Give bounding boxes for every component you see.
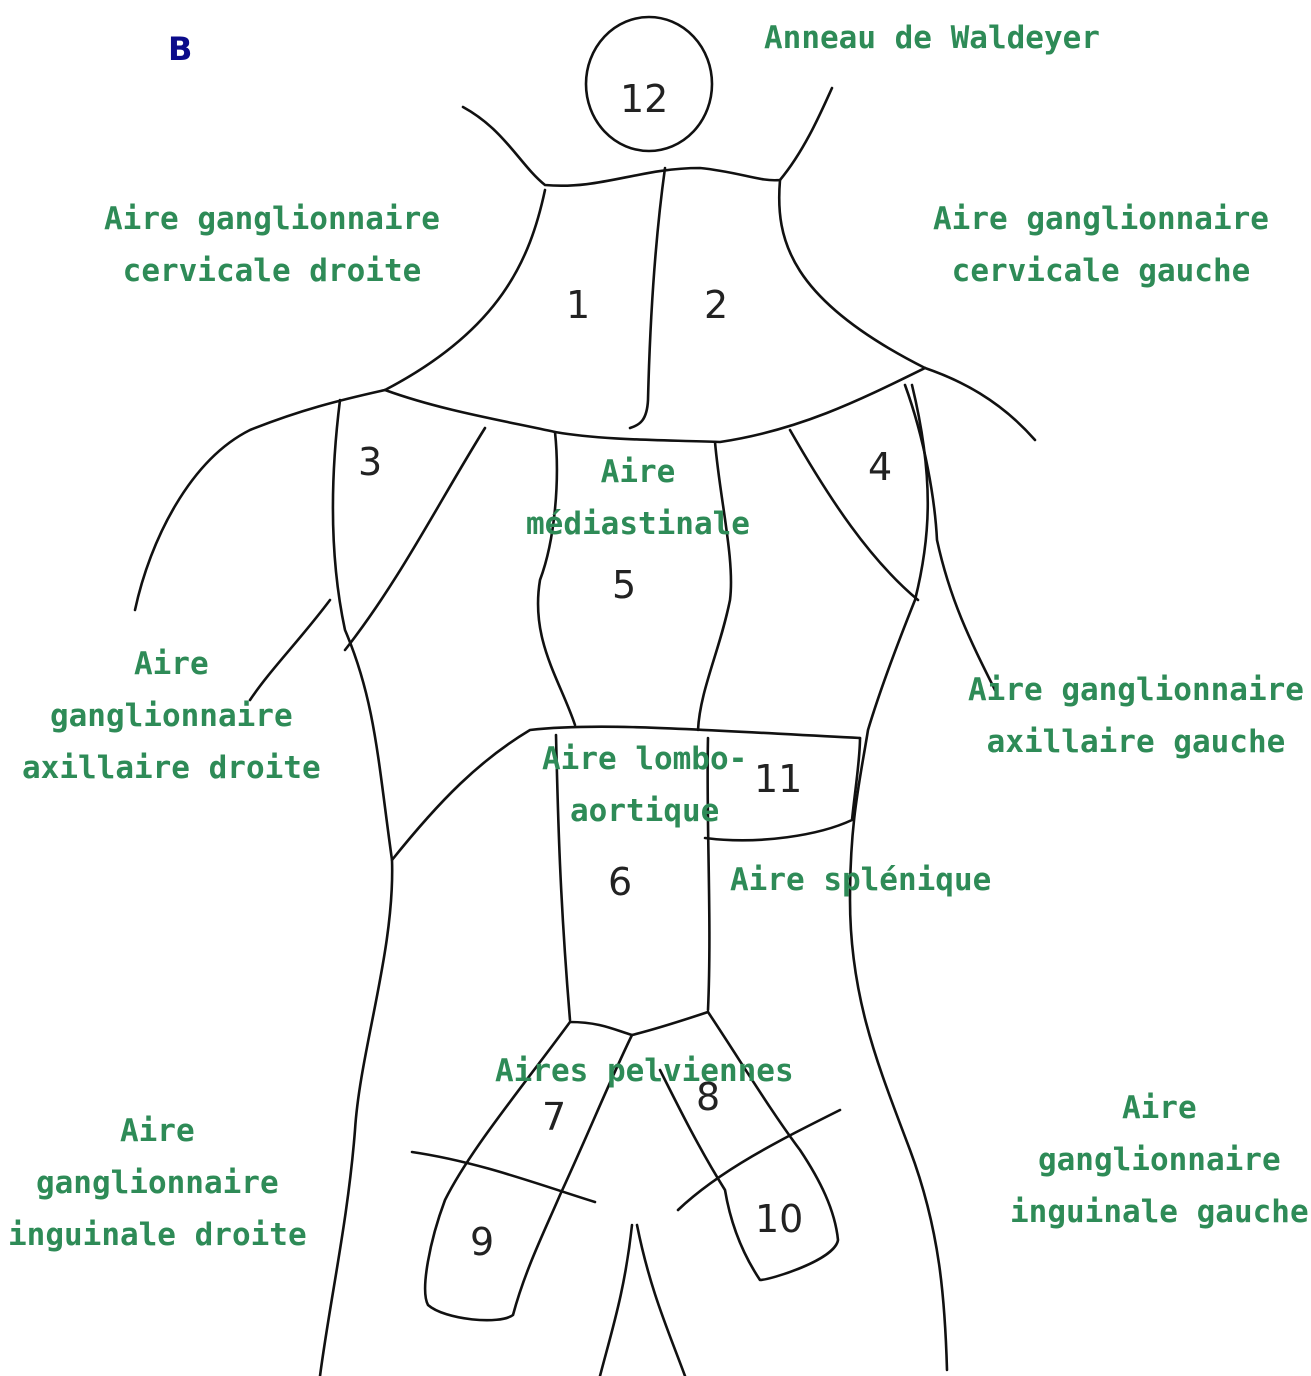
label-line: médiastinale xyxy=(526,498,750,550)
label-line: Aire ganglionnaire xyxy=(104,193,440,245)
region-number-1: 1 xyxy=(566,283,590,327)
label-splenic-text: Aire splénique xyxy=(730,862,991,898)
region-number-9: 9 xyxy=(470,1220,494,1264)
collar-line xyxy=(385,368,925,442)
region-number-6: 6 xyxy=(608,860,632,904)
label-line: aortique xyxy=(542,785,747,837)
label-inguinal-left: Aire ganglionnaire inguinale gauche xyxy=(1010,1082,1309,1238)
label-pelvic: Aires pelviennes xyxy=(495,1045,794,1097)
pelvic-top-line xyxy=(570,1012,708,1035)
label-splenic: Aire splénique xyxy=(730,854,991,906)
label-line: axillaire droite xyxy=(22,742,321,794)
region-4-boundary xyxy=(790,430,918,600)
label-line: Aire ganglionnaire xyxy=(968,664,1304,716)
region-number-5: 5 xyxy=(612,563,636,607)
label-mediastinal: Aire médiastinale xyxy=(526,446,750,550)
left-arm-inner xyxy=(905,385,995,690)
label-line: Aire xyxy=(22,638,321,690)
label-line: ganglionnaire xyxy=(8,1157,307,1209)
neck-midline xyxy=(630,168,665,428)
inner-right-leg xyxy=(600,1225,632,1376)
left-shoulder-arm xyxy=(925,368,1035,440)
neck-left-side xyxy=(779,180,925,368)
label-line: Aire xyxy=(1010,1082,1309,1134)
region-number-7: 7 xyxy=(542,1095,566,1139)
label-line: cervicale gauche xyxy=(933,245,1269,297)
inguinal-left-line xyxy=(678,1110,840,1210)
label-cervical-right: Aire ganglionnaire cervicale droite xyxy=(104,193,440,297)
right-torso-outline xyxy=(320,400,392,1376)
label-line: Aire ganglionnaire xyxy=(933,193,1269,245)
inner-left-leg xyxy=(637,1225,685,1376)
label-waldeyer: Anneau de Waldeyer xyxy=(764,12,1100,64)
label-line: inguinale gauche xyxy=(1010,1186,1309,1238)
panel-letter: B xyxy=(168,30,192,68)
region-number-10: 10 xyxy=(755,1197,803,1241)
region-number-11: 11 xyxy=(754,757,802,801)
label-lumbo-aortic: Aire lombo- aortique xyxy=(542,733,747,837)
right-shoulder-arm xyxy=(135,390,385,610)
label-line: cervicale droite xyxy=(104,245,440,297)
region-number-4: 4 xyxy=(868,445,892,489)
label-axillary-right: Aire ganglionnaire axillaire droite xyxy=(22,638,321,794)
label-pelvic-text: Aires pelviennes xyxy=(495,1053,794,1089)
label-waldeyer-text: Anneau de Waldeyer xyxy=(764,20,1100,56)
region-number-3: 3 xyxy=(358,440,382,484)
region-number-12: 12 xyxy=(620,77,668,121)
label-line: ganglionnaire xyxy=(22,690,321,742)
label-line: Aire xyxy=(526,446,750,498)
label-line: inguinale droite xyxy=(8,1209,307,1261)
label-line: Aire xyxy=(8,1105,307,1157)
label-axillary-left: Aire ganglionnaire axillaire gauche xyxy=(968,664,1304,768)
label-line: ganglionnaire xyxy=(1010,1134,1309,1186)
label-line: axillaire gauche xyxy=(968,716,1304,768)
label-cervical-left: Aire ganglionnaire cervicale gauche xyxy=(933,193,1269,297)
label-inguinal-right: Aire ganglionnaire inguinale droite xyxy=(8,1105,307,1261)
label-line: Aire lombo- xyxy=(542,733,747,785)
region-number-2: 2 xyxy=(704,283,728,327)
